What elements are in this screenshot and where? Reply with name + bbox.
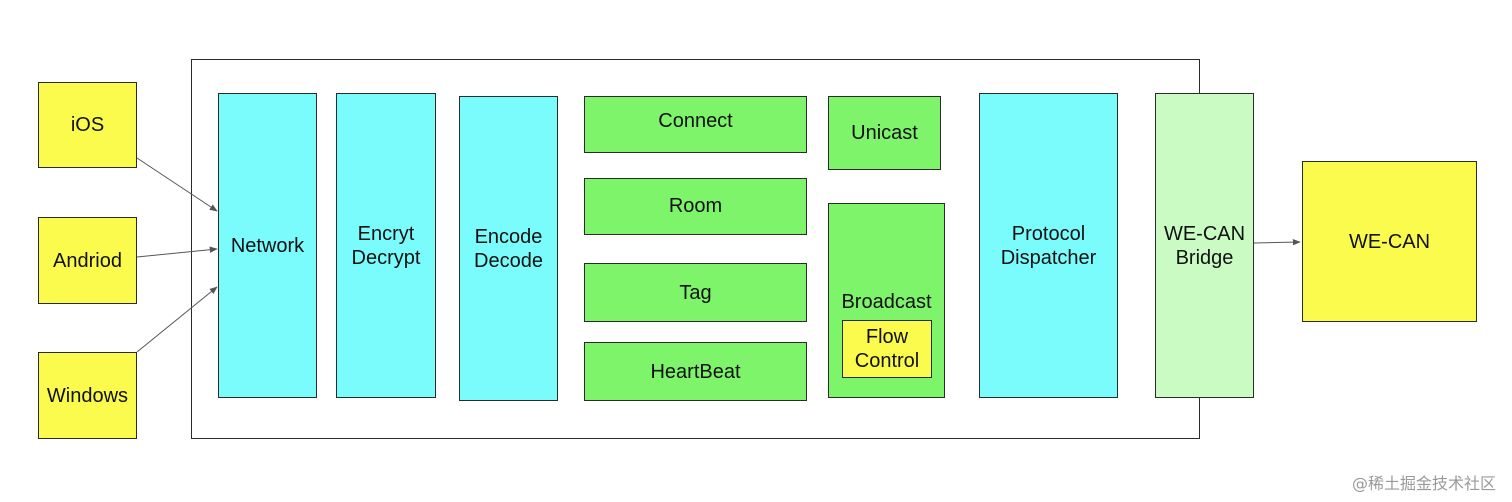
tag-label: Tag [679, 281, 712, 304]
android-client-box: Andriod [38, 217, 137, 304]
flow-control-box: Flow Control [842, 320, 932, 378]
connect-module: Connect [584, 96, 807, 153]
windows-label: Windows [46, 384, 129, 407]
we-can-bridge-module: WE-CAN Bridge [1155, 93, 1254, 398]
broadcast-label: Broadcast [841, 291, 932, 313]
windows-client-box: Windows [38, 352, 137, 439]
we-can-target-box: WE-CAN [1302, 161, 1477, 322]
unicast-label: Unicast [851, 122, 918, 144]
encode-decode-label: Encode Decode [474, 225, 543, 272]
connect-label: Connect [658, 110, 733, 132]
network-label: Network [230, 234, 305, 257]
room-label: Room [668, 194, 723, 217]
we-can-bridge-label: WE-CAN Bridge [1163, 222, 1246, 269]
broadcast-module: Broadcast Flow Control [828, 203, 945, 398]
encrypt-decrypt-module: Encryt Decrypt [336, 93, 436, 398]
heartbeat-module: HeartBeat [584, 342, 807, 401]
watermark-text: @稀土掘金技术社区 [1351, 474, 1496, 493]
encode-decode-module: Encode Decode [459, 96, 558, 401]
protocol-dispatcher-module: Protocol Dispatcher [979, 93, 1118, 398]
room-module: Room [584, 178, 807, 235]
tag-module: Tag [584, 263, 807, 322]
ios-to-network-arrow [136, 157, 218, 212]
android-to-network-arrow [136, 246, 218, 258]
android-label: Andriod [53, 249, 122, 272]
ios-label: iOS [70, 114, 105, 136]
we-can-target-label: WE-CAN [1348, 230, 1431, 253]
ios-client-box: iOS [38, 82, 137, 168]
bridge-to-we-can-arrow [1253, 238, 1301, 246]
windows-to-network-arrow [136, 286, 218, 353]
protocol-dispatcher-label: Protocol Dispatcher [1000, 222, 1097, 269]
heartbeat-label: HeartBeat [650, 360, 741, 383]
unicast-module: Unicast [828, 96, 941, 170]
encrypt-decrypt-label: Encryt Decrypt [351, 222, 421, 269]
network-module: Network [218, 93, 317, 398]
flow-control-label: Flow Control [854, 326, 920, 372]
